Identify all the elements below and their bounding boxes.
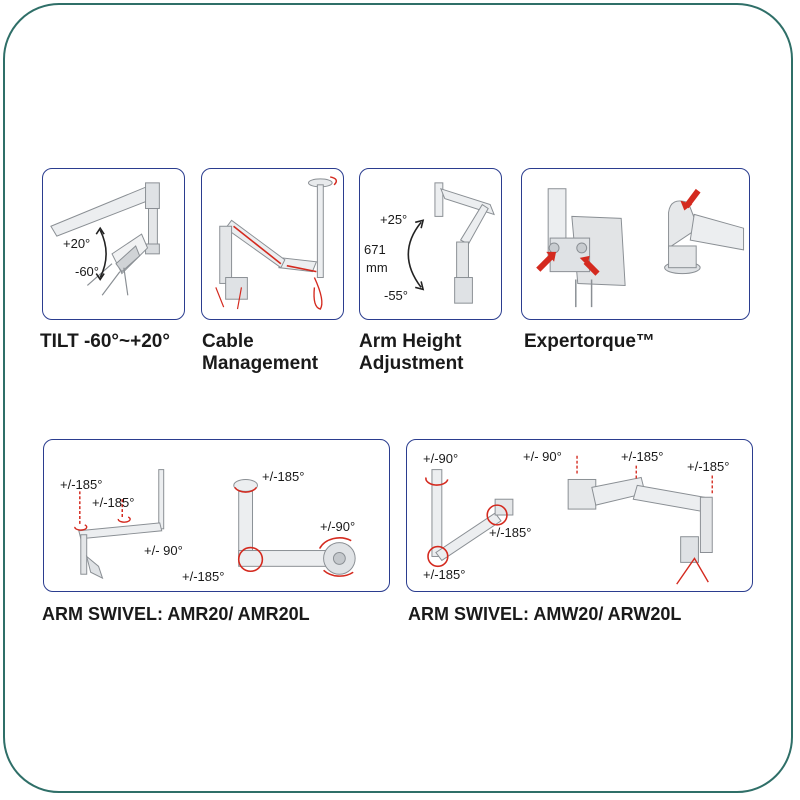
cable-caption-line2: Management (202, 353, 319, 374)
amr20-swivel-b: +/-185° (92, 495, 135, 510)
expertorque-panel (521, 168, 750, 320)
expertorque-caption: Expertorque™ (524, 331, 655, 353)
amw20-swivel-e: +/-185° (621, 449, 664, 464)
swivel-amr20-panel: +/-185° +/-185° +/- 90° +/-185° +/-90° +… (43, 439, 390, 592)
cable-caption: Cable Management (202, 331, 318, 375)
height-panel: +25° 671 mm -55° (359, 168, 502, 320)
amr20-swivel-c: +/- 90° (144, 543, 183, 558)
swivel-amr20-illustration (74, 469, 356, 580)
tilt-up-label: +20° (63, 236, 91, 251)
swivel-amw20-caption: ARM SWIVEL: AMW20/ ARW20L (408, 604, 682, 624)
height-caption-line2: Adjustment (359, 353, 464, 374)
expertorque-caption-line1: Expertorque™ (524, 331, 655, 352)
swivel-amw20-illustration (425, 455, 713, 585)
amr20-swivel-a: +/-185° (60, 477, 103, 492)
cable-management-illustration (215, 176, 338, 310)
tilt-caption: TILT -60°~+20° (40, 331, 170, 353)
height-caption-line1: Arm Height (359, 331, 462, 352)
height-caption: Arm Height Adjustment (359, 331, 464, 375)
height-down-label: -55° (384, 288, 408, 303)
amr20-swivel-f: +/-185° (262, 469, 305, 484)
tilt-illustration (50, 182, 160, 296)
amw20-swivel-d: +/- 90° (523, 449, 562, 464)
cable-panel (201, 168, 344, 320)
amr20-swivel-e: +/-90° (320, 519, 356, 534)
swivel-amr20-caption: ARM SWIVEL: AMR20/ AMR20L (42, 604, 310, 624)
tilt-down-label: -60° (75, 264, 99, 279)
height-adjustment-illustration (407, 182, 495, 304)
tilt-panel: +20° -60° (42, 168, 185, 320)
outer-frame (3, 3, 793, 793)
amw20-swivel-c: +/-185° (489, 525, 532, 540)
expertorque-illustration (536, 188, 745, 308)
height-size-value: 671 (364, 242, 386, 257)
amw20-swivel-b: +/-185° (423, 567, 466, 582)
amw20-swivel-f: +/-185° (687, 459, 730, 474)
amw20-swivel-a: +/-90° (423, 451, 459, 466)
cable-caption-line1: Cable (202, 331, 254, 352)
swivel-amw20-panel: +/-90° +/-185° +/-185° +/- 90° +/-185° +… (406, 439, 753, 592)
height-size-unit: mm (366, 260, 388, 275)
tilt-caption-line1: TILT -60°~+20° (40, 331, 170, 352)
height-up-label: +25° (380, 212, 408, 227)
amr20-swivel-d: +/-185° (182, 569, 225, 584)
